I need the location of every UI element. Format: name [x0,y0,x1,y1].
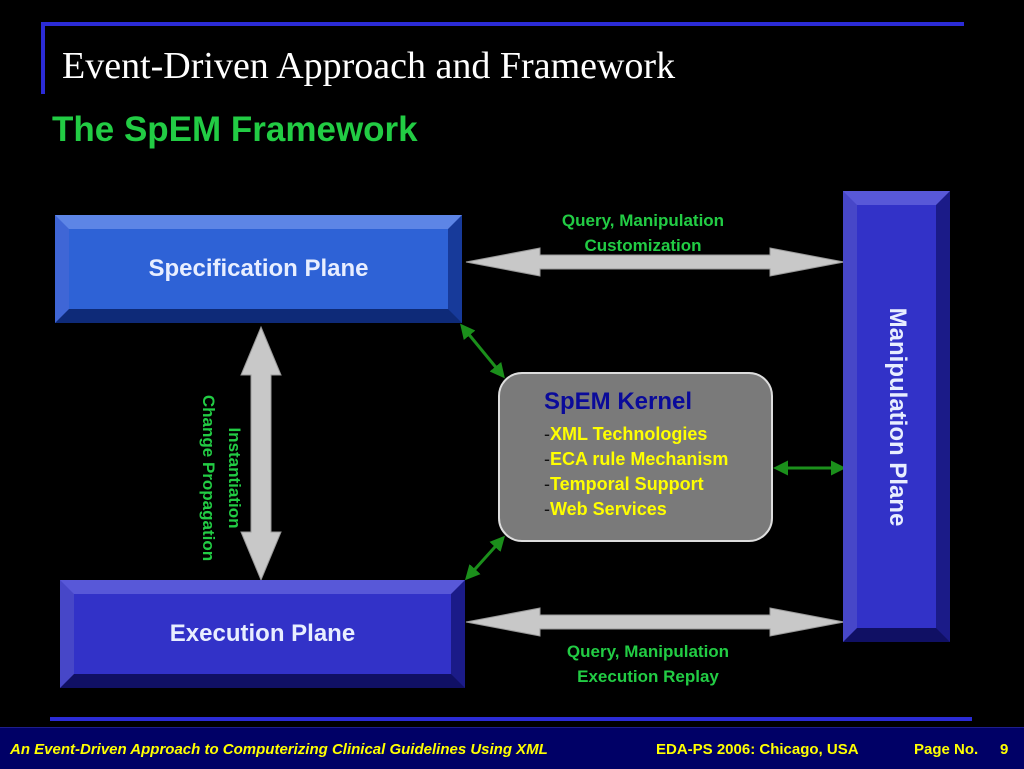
manipulation-plane-label: Manipulation Plane [883,307,911,526]
footer-page-number: 9 [1000,741,1009,758]
spem-kernel-box: SpEM Kernel -XML Technologies -ECA rule … [498,372,773,542]
kernel-feature-list: -XML Technologies -ECA rule Mechanism -T… [544,422,771,522]
execution-plane: Execution Plane [60,580,465,688]
header-top-rule [44,22,964,26]
kernel-item: -XML Technologies [544,424,708,444]
bottom-arrow-label: Query, Manipulation Execution Replay [566,642,730,686]
manipulation-plane: Manipulation Plane [843,191,950,642]
kernel-item: -ECA rule Mechanism [544,449,729,469]
header-left-rule [41,22,45,94]
exec-kernel-connector [464,535,506,581]
kernel-item: -Web Services [544,499,667,519]
vertical-arrow-label: Instantiation Change Propagation [199,394,244,562]
footer-title: An Event-Driven Approach to Computerizin… [10,741,548,758]
manipulation-plane-face: Manipulation Plane [857,205,936,628]
slide-title: Event-Driven Approach and Framework [62,45,676,87]
specification-plane: Specification Plane [55,215,462,323]
spec-kernel-connector [460,323,505,379]
kernel-title: SpEM Kernel [544,388,693,415]
specification-plane-label: Specification Plane [69,229,448,309]
spec-exec-double-arrow [240,325,282,582]
footer-bar [0,727,1024,769]
top-arrow-label: Query, Manipulation Customization [561,211,725,255]
slide-subtitle: The SpEM Framework [52,110,418,149]
footer-page-label: Page No. [914,741,979,758]
footer-event: EDA-PS 2006: Chicago, USA [656,741,859,758]
exec-manip-double-arrow [465,607,845,637]
kernel-item: -Temporal Support [544,474,704,494]
execution-plane-label: Execution Plane [74,594,451,674]
footer-rule [50,717,972,721]
